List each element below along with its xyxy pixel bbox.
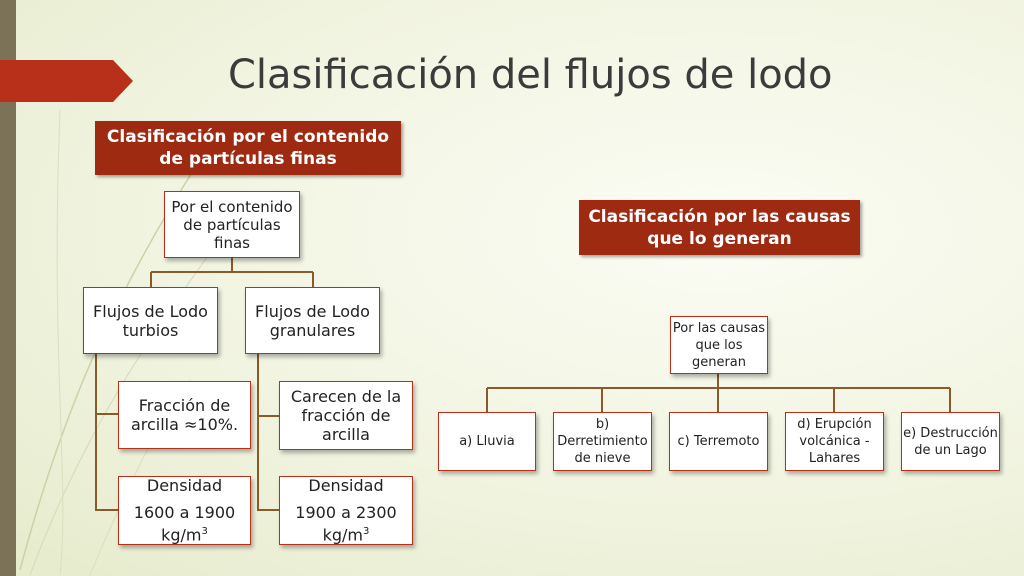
node-turbios-fraccion-label: Fracción de arcilla ≈10%. <box>130 396 239 434</box>
node-causa-lluvia-label: a) Lluvia <box>459 434 515 449</box>
node-root-contenido: Por el contenido de partículas finas <box>164 191 300 258</box>
node-causa-lago: e) Destrucción de un Lago <box>901 412 1000 471</box>
node-causa-lago-label: e) Destrucción de un Lago <box>903 425 998 458</box>
node-causa-derretimiento-label: b) Derretimiento de nieve <box>557 417 648 466</box>
node-flujos-granulares-label: Flujos de Lodo granulares <box>255 301 370 340</box>
node-flujos-turbios: Flujos de Lodo turbios <box>83 287 218 354</box>
node-causa-erupcion: d) Erupción volcánica - Lahares <box>785 412 884 471</box>
title-arrow-shape <box>0 60 133 102</box>
left-sidebar-bar <box>0 0 16 576</box>
node-granulares-fraccion: Carecen de la fracción de arcilla <box>279 381 413 450</box>
node-causa-erupcion-label: d) Erupción volcánica - Lahares <box>797 417 872 466</box>
node-causa-derretimiento: b) Derretimiento de nieve <box>553 412 652 471</box>
slide-title: Clasificación del flujos de lodo <box>228 52 833 98</box>
node-granulares-densidad-value: 1900 a 2300 kg/m3 <box>280 503 412 544</box>
turbios-densidad-value-text: 1600 a 1900 kg/m <box>133 503 236 545</box>
node-turbios-densidad-label: Densidad <box>146 476 223 496</box>
node-flujos-granulares: Flujos de Lodo granulares <box>245 287 380 354</box>
node-turbios-fraccion: Fracción de arcilla ≈10%. <box>118 381 251 449</box>
granulares-densidad-value-text: 1900 a 2300 kg/m <box>295 503 397 545</box>
turbios-unit-exponent: 3 <box>201 526 208 538</box>
node-root-causas: Por las causas que los generan <box>670 316 768 374</box>
node-causa-lluvia: a) Lluvia <box>438 412 536 471</box>
node-flujos-turbios-label: Flujos de Lodo turbios <box>93 301 208 340</box>
node-causa-terremoto-label: c) Terremoto <box>677 434 760 449</box>
banner-causas: Clasificación por las causas que lo gene… <box>579 200 860 255</box>
granulares-unit-exponent: 3 <box>363 526 370 538</box>
node-granulares-densidad: Densidad 1900 a 2300 kg/m3 <box>279 476 413 545</box>
node-root-causas-label: Por las causas que los generan <box>672 320 766 370</box>
node-granulares-fraccion-label: Carecen de la fracción de arcilla <box>290 387 402 444</box>
node-turbios-densidad-value: 1600 a 1900 kg/m3 <box>119 503 250 544</box>
node-root-contenido-label: Por el contenido de partículas finas <box>171 197 293 252</box>
node-turbios-densidad: Densidad 1600 a 1900 kg/m3 <box>118 476 251 545</box>
banner-contenido-particulas: Clasificación por el contenido de partíc… <box>95 121 401 175</box>
node-granulares-densidad-label: Densidad <box>308 476 384 496</box>
node-causa-terremoto: c) Terremoto <box>669 412 768 471</box>
